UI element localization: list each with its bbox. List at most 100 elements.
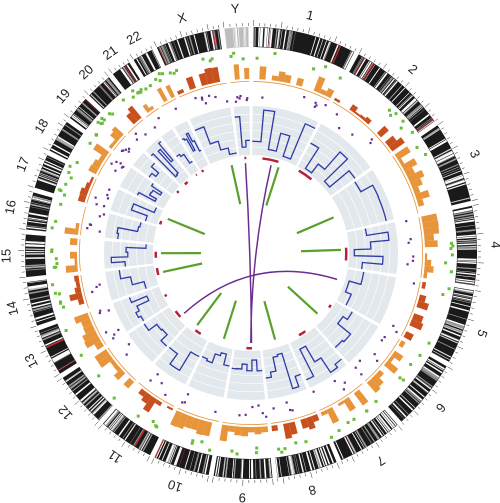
ideogram-band [450,305,470,312]
gain-bin [219,424,229,442]
indel-point [358,359,362,362]
ideogram-band [77,108,93,122]
ideogram-band [343,51,354,70]
copy-number-line [136,183,163,203]
snv-point [424,153,428,157]
ideogram-band [254,27,256,47]
ideogram-band [158,46,168,65]
segment-mark [176,190,180,194]
ideogram-band [322,446,331,465]
ideogram-band [80,388,96,402]
ideogram-band [61,129,79,141]
snv-point [161,72,165,76]
gridline [233,357,262,360]
copy-number-line [234,115,250,148]
ideogram-band [72,114,88,128]
tick [354,48,357,52]
snv-point [102,118,106,122]
ideogram-band [154,439,164,458]
ideogram-band [277,29,281,49]
gain-bin [165,84,176,99]
ideogram-band [421,369,438,381]
indel-point [342,388,346,391]
segment-mark [344,247,348,261]
ideogram-band [413,113,430,127]
ideogram-band [28,284,48,290]
tick [291,26,293,30]
ideogram-band [85,99,100,113]
gridline [135,329,158,357]
gain-bin [93,143,110,158]
copy-number-line [168,346,200,372]
gridline [181,333,204,349]
ideogram-band [380,412,394,429]
snv-point [208,59,212,63]
snv-point [401,119,405,123]
ideogram-band [118,419,131,437]
ideogram-band [451,197,470,203]
ideogram-band [261,27,264,47]
tick [64,113,70,118]
ideogram-band [406,387,423,401]
gain-bin [94,340,104,350]
tick [281,22,283,29]
indel-point [238,414,241,417]
gain-bin [126,112,138,125]
ideogram-band [377,415,391,432]
tick [38,340,42,343]
ideogram-band [457,261,477,264]
snv-point [62,305,66,309]
tick [30,325,37,329]
link [263,300,277,341]
ideogram-band [42,331,61,340]
ideogram-band [355,430,367,448]
indel-point [244,413,247,416]
link [162,262,203,273]
segment-mark [184,181,189,186]
tick [151,458,155,464]
gain-bin [123,377,135,389]
ideogram-band [88,396,103,410]
ideogram-band [203,32,208,52]
baseline [179,82,227,98]
snv-point [255,56,259,60]
tick [207,475,209,482]
copy-number-line [231,359,263,372]
gridline [232,365,262,368]
ideogram-band [372,419,385,436]
indel-point [125,353,128,356]
indel-point [383,335,386,339]
ideogram-band [35,312,54,319]
ideogram-band [41,168,60,177]
tick [339,41,342,45]
segment-mark [155,267,160,276]
ideogram-band [375,72,388,89]
snv-point [365,409,369,413]
snv-point [64,329,68,333]
ideogram-band [37,178,57,187]
ideogram-band [214,30,219,50]
snv-point [51,283,55,287]
ideogram-band [81,102,98,117]
snv-point [137,90,141,94]
ideogram-band [169,42,177,61]
tick [38,163,42,166]
ideogram-band [330,44,338,63]
cn-panel [154,327,208,385]
tick [428,109,432,112]
tick [373,59,376,63]
ideogram-band [193,452,199,472]
ideogram-band [42,166,61,175]
gridline [202,356,230,366]
ideogram-band [440,335,458,344]
tick [413,92,416,95]
link [222,300,237,340]
gridline [143,292,155,315]
ideogram-band [232,28,235,48]
baseline [230,81,250,84]
gridline [165,180,174,190]
snv-point [277,447,281,451]
ideogram-band [32,197,51,204]
tick [118,64,121,68]
tick [27,185,34,188]
